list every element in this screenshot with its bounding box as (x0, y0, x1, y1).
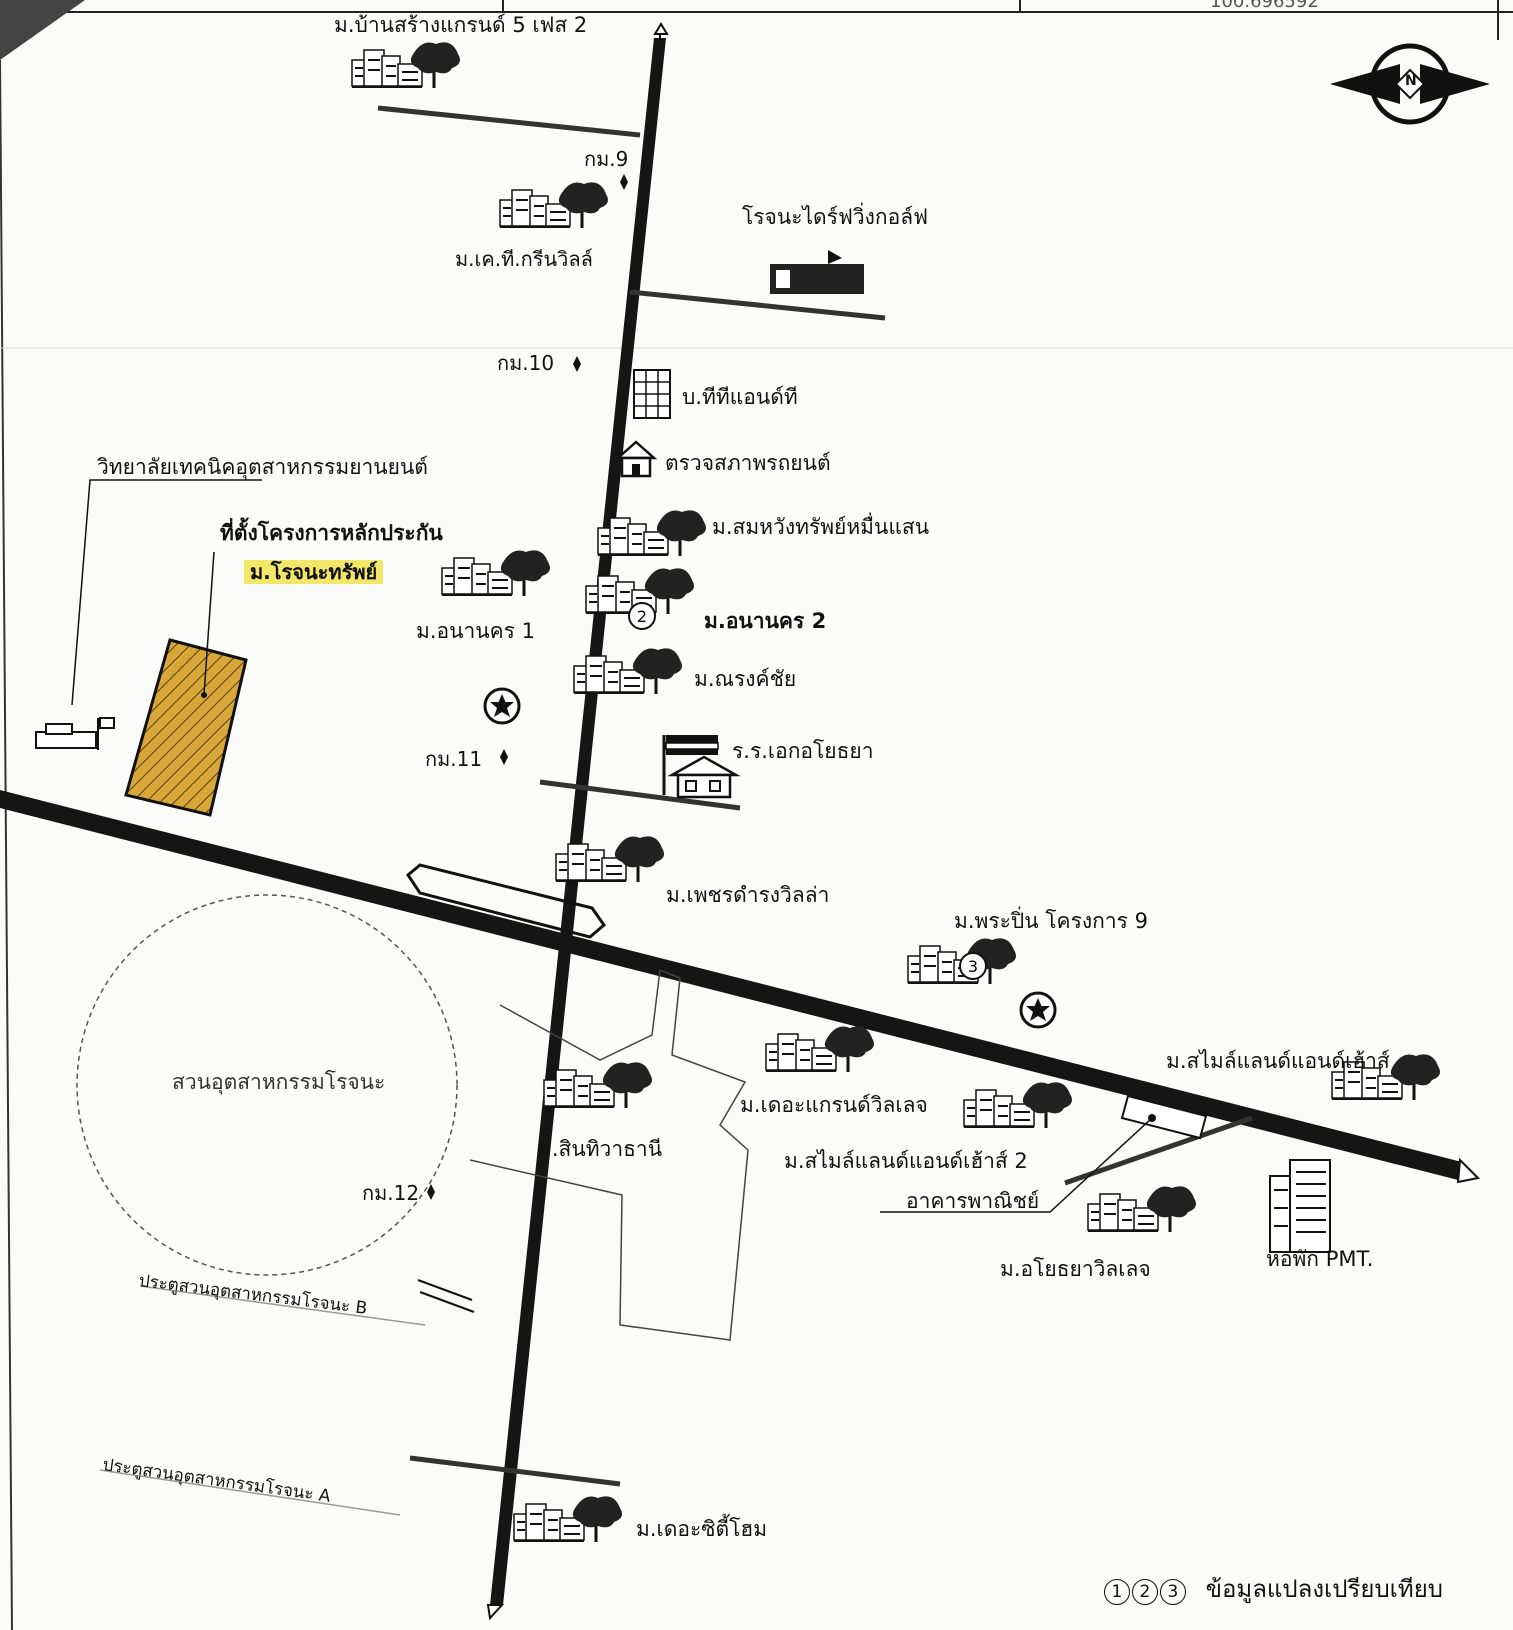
marker-3-label: 3 (968, 957, 978, 976)
km11-marker-icon (500, 749, 508, 765)
marker-2-label: 2 (637, 607, 647, 626)
label-grand-village: ม.เดอะแกรนด์วิลเลจ (740, 1093, 928, 1117)
label-commercial: อาคารพาณิชย์ (906, 1189, 1040, 1213)
golf-range-icon (770, 250, 864, 294)
label-sinthiwa: ม.สินทิวาธานี (538, 1137, 663, 1161)
label-km11: กม.11 (425, 747, 483, 771)
compass-north-letter: N (1405, 73, 1417, 89)
industrial-park-boundary (76, 894, 458, 1276)
legend-circle-2: 2 (1131, 1579, 1158, 1605)
legend-text: ข้อมูลแปลงเปรียบเทียบ (1205, 1575, 1443, 1603)
label-smile2: ม.สไมล์แลนด์แอนด์เฮ้าส์ 2 (784, 1149, 1028, 1173)
km10-marker-icon (573, 356, 581, 372)
comparison-marker-3: 3 (959, 952, 987, 980)
label-inspection: ตรวจสภาพรถยนต์ (665, 451, 831, 475)
label-smile1: ม.สไมล์แลนด์แอนด์เฮ้าส์ (1166, 1049, 1390, 1073)
legend-circle-1: 1 (1103, 1579, 1130, 1605)
label-km12: กม.12 (362, 1181, 420, 1205)
college-icon (35, 717, 115, 750)
collateral-plot (124, 638, 248, 817)
label-top-project: ม.บ้านสร้างแกรนด์ 5 เฟส 2 (334, 13, 588, 37)
label-college: วิทยาลัยเทคนิคอุตสาหกรรมยานยนต์ (97, 455, 428, 479)
label-km9: กม.9 (584, 147, 629, 171)
label-ttandt: บ.ทีทีแอนด์ที (682, 385, 798, 409)
label-km10: กม.10 (497, 351, 555, 375)
school-icon (662, 735, 741, 799)
label-anan1: ม.อนานคร 1 (416, 619, 535, 643)
label-phrapin: ม.พระปิ่น โครงการ 9 (954, 909, 1148, 933)
label-collateral-name: ม.โรจนะทรัพย์ (244, 560, 384, 584)
km9-marker-icon (620, 174, 628, 190)
inspection-house-icon (614, 440, 658, 478)
dormitory-building-icon (1269, 1159, 1331, 1253)
comparison-marker-2: 2 (628, 602, 656, 630)
label-school: ร.ร.เอกอโยธยา (732, 739, 874, 763)
label-kt-green: ม.เค.ที.กรีนวิลล์ (455, 247, 593, 271)
office-building-icon (633, 369, 671, 419)
star-marker-icon (1019, 991, 1057, 1029)
label-petch: ม.เพชรดำรงวิลล่า (666, 883, 830, 907)
label-somwang: ม.สมหวังทรัพย์หมื่นแสน (712, 515, 930, 539)
star-marker-icon (483, 687, 521, 725)
label-golf: โรจนะไดร์ฟวิ่งกอล์ฟ (742, 205, 928, 229)
label-narong: ม.ณรงค์ชัย (694, 667, 797, 691)
km12-marker-icon (427, 1184, 435, 1200)
coordinate-label: 100.696592 (1210, 0, 1319, 12)
label-anan2: ม.อนานคร 2 (704, 609, 827, 633)
commercial-building-outline (1120, 1094, 1208, 1140)
main-road-ns (490, 38, 666, 1605)
compass-rose-icon (1330, 43, 1490, 125)
label-ayothaya: ม.อโยธยาวิลเลจ (1000, 1257, 1151, 1281)
label-city-home: ม.เดอะซิตี้โฮม (636, 1517, 768, 1541)
label-pmt: หอพัก PMT. (1266, 1247, 1374, 1271)
label-collateral-location: ที่ตั้งโครงการหลักประกัน (220, 521, 443, 545)
legend-circle-3: 3 (1159, 1579, 1186, 1605)
main-road-ew (0, 790, 1462, 1180)
label-industrial-park: สวนอุตสาหกรรมโรจนะ (172, 1070, 386, 1094)
